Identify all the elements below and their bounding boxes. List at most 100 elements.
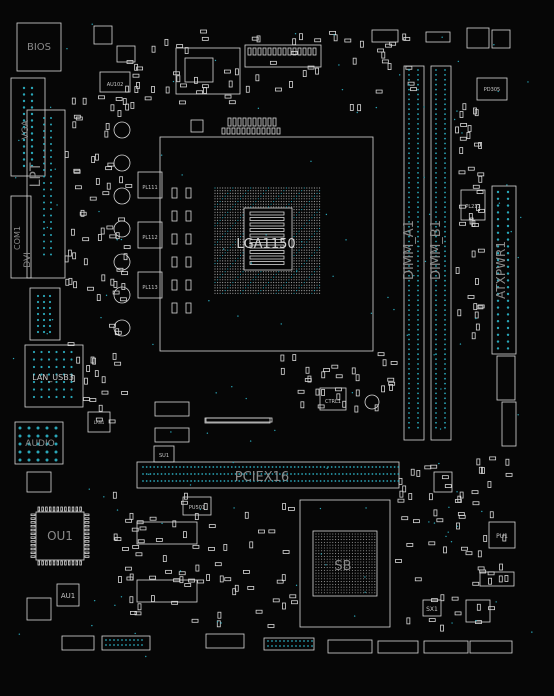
socket-pin xyxy=(288,284,290,286)
sio-lead xyxy=(84,540,90,543)
vga-dvi-block xyxy=(26,109,66,279)
pcie-pin xyxy=(367,466,370,468)
pch-ball xyxy=(329,575,331,577)
pch-ball xyxy=(329,564,331,566)
socket-pin xyxy=(306,211,308,213)
left-capacitor xyxy=(113,220,131,238)
dimm-b-pin xyxy=(444,245,446,248)
socket-pin xyxy=(219,222,221,224)
header-pin xyxy=(279,645,281,647)
pch-ball xyxy=(337,589,339,591)
sio-lead xyxy=(30,521,36,524)
pch-ball xyxy=(332,567,334,569)
socket-bottom-parts xyxy=(305,366,310,374)
pch-ball xyxy=(321,541,323,543)
dvi-pin xyxy=(50,169,52,171)
socket-pin xyxy=(273,195,275,197)
socket-pin xyxy=(250,276,252,278)
top-cap xyxy=(227,117,232,127)
socket-pin xyxy=(301,249,303,251)
pch-ball xyxy=(335,544,337,546)
socket-pin xyxy=(318,254,321,257)
bottom-right-parts xyxy=(478,466,483,474)
pch-ball xyxy=(365,533,367,535)
lan-pin xyxy=(40,395,43,399)
socket-pin xyxy=(318,233,321,235)
dimm-b-pin xyxy=(435,157,437,160)
pch-ball xyxy=(363,586,365,588)
sio-lead xyxy=(37,560,41,566)
pch-ball xyxy=(343,572,345,574)
pcie-pin xyxy=(267,473,270,475)
pch-ball xyxy=(340,581,342,583)
via xyxy=(91,23,93,25)
dimm-b-pin xyxy=(435,93,437,96)
pch-ball xyxy=(323,583,325,585)
socket-pin xyxy=(224,244,226,246)
pch-ball xyxy=(371,581,373,583)
pch-ball xyxy=(323,572,325,574)
socket-pin xyxy=(308,284,310,286)
top-area-parts xyxy=(136,66,144,71)
lan-pin xyxy=(70,365,73,369)
socket-pin xyxy=(239,241,242,243)
socket-pin xyxy=(222,257,224,259)
socket-pin xyxy=(285,281,287,284)
via xyxy=(506,184,508,186)
dimm-a-pin xyxy=(417,127,419,130)
socket-pin xyxy=(222,225,224,227)
socket-pin xyxy=(214,281,216,284)
socket-pin xyxy=(224,236,226,238)
socket-pin xyxy=(296,279,298,281)
pch-ball xyxy=(349,561,351,563)
pch-ball xyxy=(363,558,365,560)
lpt-pin xyxy=(22,132,26,135)
dimm-b-label: DIMM_B1 xyxy=(429,220,444,280)
socket-pin xyxy=(303,230,305,232)
pch-ball xyxy=(315,555,317,557)
pch-ball xyxy=(332,555,334,557)
dvi-pin xyxy=(50,208,52,210)
socket-pin xyxy=(293,238,295,240)
socket-pin xyxy=(318,211,321,213)
dimm-b-pin xyxy=(444,123,446,125)
pcie-pin xyxy=(249,466,252,468)
audio-pin xyxy=(36,442,40,446)
socket-pin xyxy=(308,257,310,259)
dimm-a-pin xyxy=(408,118,410,120)
socket-pin xyxy=(239,206,242,208)
pch-ball xyxy=(315,539,317,541)
socket-pin xyxy=(227,287,229,289)
dimm-b-pin xyxy=(435,113,437,115)
pch-ball xyxy=(360,581,362,583)
bottom-right-parts xyxy=(489,511,494,519)
atx-pin xyxy=(496,231,500,234)
socket-pin xyxy=(273,292,275,294)
pch-ball xyxy=(318,555,320,557)
pch-ball xyxy=(349,564,351,566)
socket-pin xyxy=(306,268,308,270)
socket-pin xyxy=(311,203,313,205)
dimm-a-pin xyxy=(408,328,410,331)
bottom-middle-parts xyxy=(172,520,177,528)
pch-ball xyxy=(354,561,356,563)
sio-lead xyxy=(37,506,41,512)
socket-pin xyxy=(311,190,313,192)
pch-ball xyxy=(363,575,365,577)
pcie-pin xyxy=(308,473,311,475)
dimm-b-pin xyxy=(435,372,437,375)
socket-pin xyxy=(219,249,221,251)
socket-pin xyxy=(316,222,318,224)
socket-pin xyxy=(296,200,298,203)
pch-ball xyxy=(354,541,356,543)
socket-pin xyxy=(285,287,287,289)
pcie-pin xyxy=(205,466,207,468)
via xyxy=(333,34,335,36)
pch-ball xyxy=(346,569,348,571)
dvi-pin xyxy=(43,123,45,126)
socket-pin xyxy=(224,198,226,200)
pcie-pin xyxy=(197,473,200,475)
socket-bottom-parts xyxy=(315,388,320,396)
socket-pin xyxy=(214,273,216,275)
pch-ball xyxy=(337,586,339,588)
